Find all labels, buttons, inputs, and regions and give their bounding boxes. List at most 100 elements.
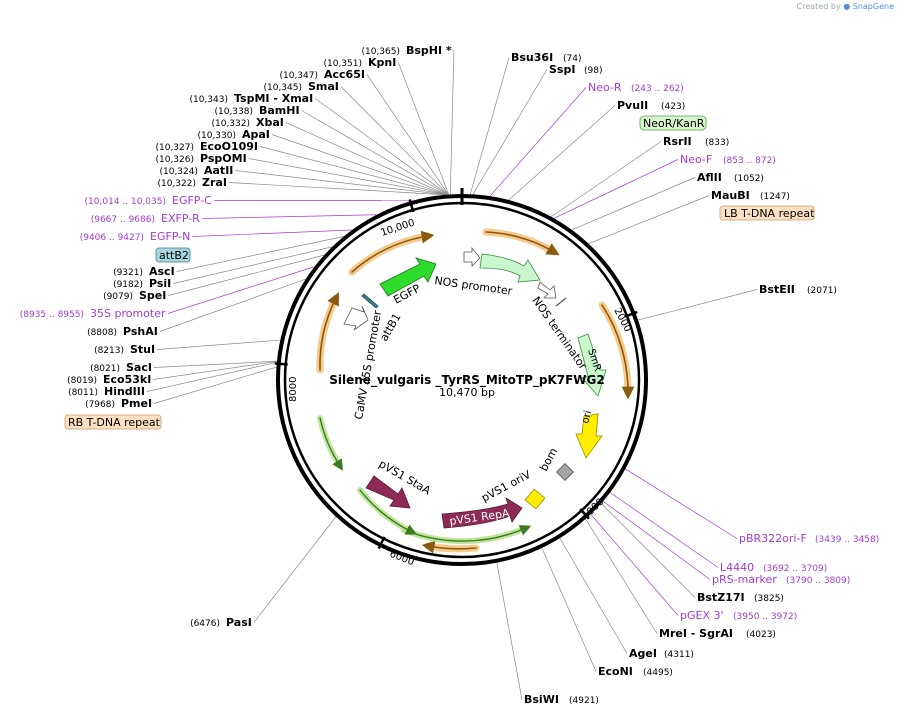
site-pos: (1247) xyxy=(760,192,790,202)
site-pos: (8213) xyxy=(94,346,124,356)
site-pvuii[interactable]: PvuII (423) xyxy=(617,99,685,112)
nos-promoter-arrow xyxy=(479,253,541,283)
smr-arrow xyxy=(577,333,607,397)
site-pgex[interactable]: pGEX 3'(3950 .. 3972) xyxy=(680,609,797,622)
site-rsrii[interactable]: RsrII(833) xyxy=(663,135,729,148)
site-exfpr[interactable]: (9667 .. 9686)EXFP-R xyxy=(91,212,200,225)
site-pos: (3790 .. 3809) xyxy=(786,576,850,586)
site-pos: (423) xyxy=(661,102,685,112)
leader-aatii xyxy=(235,170,446,196)
leader-bstz17i xyxy=(601,503,696,598)
site-zrai[interactable]: (10,322)ZraI xyxy=(157,176,226,189)
leader-pasi xyxy=(253,516,337,623)
site-pasi[interactable]: (6476)PasI xyxy=(190,616,252,629)
site-name: RsrII xyxy=(663,135,692,148)
site-stui[interactable]: (8213)StuI xyxy=(94,343,155,356)
box-rbtdna-rect xyxy=(64,414,162,430)
site-pmei[interactable]: (7968)PmeI xyxy=(85,397,152,410)
box-attb2[interactable]: attB2 xyxy=(155,247,191,263)
site-spei[interactable]: (9079)SpeI xyxy=(103,289,166,302)
site-bsteii[interactable]: BstEII(2071) xyxy=(759,283,837,296)
boxed-labels: NeoR/KanR LB T-DNA repeat attB2 RB T-DNA… xyxy=(64,115,815,430)
box-rbtdna[interactable]: RB T-DNA repeat xyxy=(64,414,162,430)
site-ascl[interactable]: (9321)AscI xyxy=(113,265,175,278)
site-name: Acc65I xyxy=(324,68,365,81)
site-name: pGEX 3' xyxy=(680,609,724,622)
site-pshai[interactable]: (8808)PshAI xyxy=(87,325,158,338)
site-agei[interactable]: AgeI(4311) xyxy=(629,647,694,660)
tick-mark-10000 xyxy=(408,199,415,213)
site-apai[interactable]: (10,330)ApaI xyxy=(197,128,269,141)
box-attb2-label: attB2 xyxy=(159,249,189,262)
track-arc-top-left-core xyxy=(351,230,435,273)
site-pos: (10,326) xyxy=(155,155,194,165)
site-name: SspI xyxy=(549,63,575,76)
site-bsu36i[interactable]: Bsu36I (74) xyxy=(511,51,581,64)
site-name: PsiI xyxy=(149,277,171,290)
site-name: HindIII xyxy=(104,385,145,398)
site-pos: (10,332) xyxy=(211,119,250,129)
leader-spei xyxy=(168,254,325,296)
leader-egfpn xyxy=(192,229,353,237)
site-name: AatII xyxy=(204,164,233,177)
site-prs[interactable]: pRS-marker(3790 .. 3809) xyxy=(712,573,850,586)
site-bstz17i[interactable]: BstZ17I(3825) xyxy=(697,591,784,604)
site-name: EcoO109I xyxy=(200,140,258,153)
site-aflii[interactable]: AflII(1052) xyxy=(697,171,764,184)
leader-bsteii xyxy=(637,289,758,321)
leader-pvuii xyxy=(508,105,616,201)
site-name: BamHI xyxy=(259,104,300,117)
site-bamhi[interactable]: (10,338)BamHI xyxy=(214,104,299,117)
site-mrei[interactable]: MreI - SgrAI(4023) xyxy=(659,627,776,640)
site-name: Neo-F xyxy=(680,153,712,166)
site-maubi[interactable]: MauBI(1247) xyxy=(711,189,790,202)
site-name: PvuII xyxy=(617,99,648,112)
site-xbai[interactable]: (10,332)XbaI xyxy=(211,116,283,129)
site-tspmi[interactable]: (10,343)TspMI - XmaI xyxy=(189,92,313,105)
site-p35s[interactable]: (8935 .. 8955)35S promoter xyxy=(20,307,166,320)
leader-pshai xyxy=(159,278,306,332)
site-neof[interactable]: Neo-F(853 .. 872) xyxy=(680,153,776,166)
box-neokan[interactable]: NeoR/KanR xyxy=(639,115,707,131)
site-name: BstEII xyxy=(759,283,795,296)
site-pspomi[interactable]: (10,326)PspOMI xyxy=(155,152,246,165)
site-name: BstZ17I xyxy=(697,591,745,604)
tick-label-8000: 8000 xyxy=(288,377,299,402)
site-pos: (3439 .. 3458) xyxy=(815,535,879,545)
site-bsiwi[interactable]: BsiWI(4921) xyxy=(524,693,599,706)
site-sspi[interactable]: SspI(98) xyxy=(549,63,602,76)
leader-stui xyxy=(157,339,281,350)
site-egfpn[interactable]: (9406 .. 9427)EGFP-N xyxy=(80,230,191,243)
leader-lines xyxy=(146,50,758,700)
site-pos: (74) xyxy=(563,54,581,64)
leader-xbai xyxy=(285,122,447,195)
site-name: KpnI xyxy=(368,56,396,69)
track-arc-right-core xyxy=(601,304,635,400)
leader-sspi xyxy=(472,69,548,195)
site-aatii[interactable]: (10,324)AatII xyxy=(159,164,233,177)
box-attb2-rect xyxy=(155,247,191,263)
site-pbr[interactable]: pBR322ori-F(3439 .. 3458) xyxy=(739,532,879,545)
site-name: AflII xyxy=(697,171,722,184)
track-arc-bottom-2-core xyxy=(403,525,532,542)
site-hindiii[interactable]: (8011)HindIII xyxy=(68,385,145,398)
site-saci[interactable]: (8021)SacI xyxy=(90,361,152,374)
leader-acc65i xyxy=(366,74,449,195)
site-egfpc[interactable]: (10,014 .. 10,035)EGFP-C xyxy=(85,194,213,207)
site-name: EXFP-R xyxy=(161,212,200,225)
site-psii[interactable]: (9182)PsiI xyxy=(113,277,171,290)
site-ecoi[interactable]: EcoNI(4495) xyxy=(598,665,673,678)
site-bsphi[interactable]: (10,365)BspHI * xyxy=(361,44,451,57)
leader-aflii xyxy=(571,177,696,231)
site-neor[interactable]: Neo-R(243 .. 262) xyxy=(588,81,684,94)
site-eco53ki[interactable]: (8019)Eco53kI xyxy=(67,373,151,386)
site-l4440[interactable]: L4440(3692 .. 3709) xyxy=(720,561,827,574)
box-lbtdna[interactable]: LB T-DNA repeat xyxy=(719,205,815,221)
site-name: Bsu36I xyxy=(511,51,553,64)
site-acc65i[interactable]: (10,347)Acc65I xyxy=(279,68,364,81)
site-kpni[interactable]: (10,351)KpnI xyxy=(323,56,396,69)
site-ecoo109i[interactable]: (10,327)EcoO109I xyxy=(155,140,258,153)
site-smai[interactable]: (10,345)SmaI xyxy=(263,80,338,93)
track-arc-left-upper xyxy=(316,294,340,374)
